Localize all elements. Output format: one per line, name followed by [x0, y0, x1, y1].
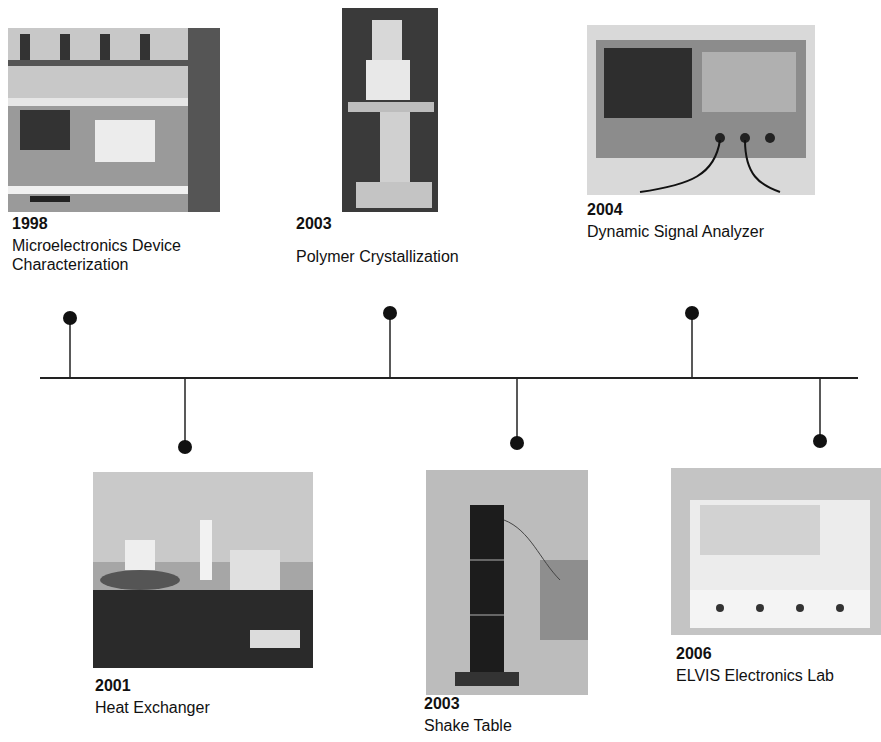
milestone-label: Shake Table: [424, 716, 604, 735]
elvis-photo: [671, 468, 881, 635]
shake-table-photo: [426, 470, 588, 695]
timeline-axis: [40, 377, 858, 379]
milestone-label: Microelectronics Device Characterization: [12, 236, 232, 274]
microscope-photo: [342, 8, 438, 212]
milestone: 2004Dynamic Signal Analyzer: [587, 200, 837, 241]
milestone-label: Polymer Crystallization: [296, 247, 526, 266]
year-label: 2001: [95, 676, 305, 695]
milestone-label: Dynamic Signal Analyzer: [587, 222, 837, 241]
year-label: 2006: [676, 644, 876, 663]
milestone: 2006ELVIS Electronics Lab: [676, 644, 876, 685]
milestone: 2003Polymer Crystallization: [296, 214, 526, 266]
year-label: 1998: [12, 214, 232, 233]
milestone: 2001Heat Exchanger: [95, 676, 305, 717]
analyzer-photo: [587, 25, 815, 195]
year-label: 2004: [587, 200, 837, 219]
timeline-stems: [70, 313, 820, 447]
milestone: 1998Microelectronics Device Characteriza…: [12, 214, 232, 274]
milestone-label: Heat Exchanger: [95, 698, 305, 717]
milestone: 2003Shake Table: [424, 694, 604, 735]
year-label: 2003: [424, 694, 604, 713]
year-label: 2003: [296, 214, 526, 233]
lab-photo: [8, 28, 220, 212]
milestone-label: ELVIS Electronics Lab: [676, 666, 876, 685]
timeline-dots: [63, 306, 827, 454]
heat-exchanger-photo: [93, 472, 313, 668]
